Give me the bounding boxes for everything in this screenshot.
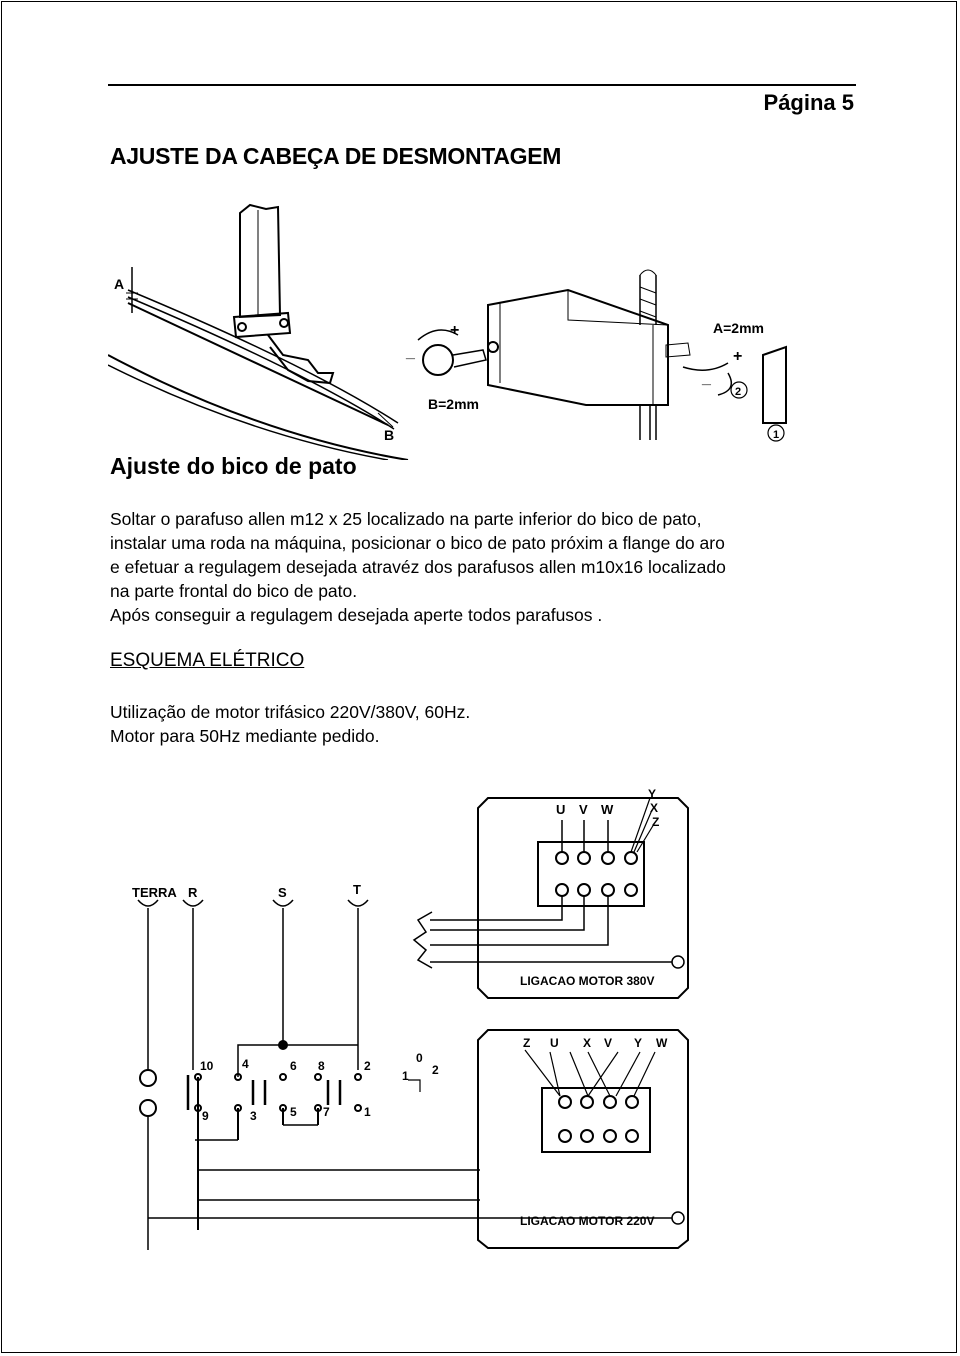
label-x-220: X — [583, 1036, 591, 1050]
label-u-380: U — [556, 802, 565, 817]
label-w-380: W — [601, 802, 614, 817]
label-y-220: Y — [634, 1036, 642, 1050]
circled-num-1: 1 — [773, 429, 779, 441]
switch-pos-2: 2 — [432, 1063, 439, 1077]
motor-line: Motor para 50Hz mediante pedido. — [110, 726, 380, 746]
contact-8: 8 — [318, 1059, 325, 1073]
label-u-220: U — [550, 1036, 559, 1050]
motor-line: Utilização de motor trifásico 220V/380V,… — [110, 702, 471, 722]
minus-right: _ — [701, 370, 712, 387]
contact-3: 3 — [250, 1109, 257, 1123]
duckhead-adjustment-figure: A B A=2mm B=2mm + _ + _ 2 1 — [108, 203, 787, 460]
label-s: S — [278, 885, 287, 900]
caption-380v: LIGACAO MOTOR 380V — [520, 974, 654, 988]
switch-pos-1: 1 — [402, 1069, 409, 1083]
contact-6: 6 — [290, 1059, 297, 1073]
electrical-schematic: TERRA R S T U V W Y X Z LIGACAO MOTOR 38… — [132, 787, 689, 1250]
label-a-dim: A=2mm — [713, 320, 764, 336]
label-w-220: W — [656, 1036, 668, 1050]
body-line: e efetuar a regulagem desejada atravéz d… — [110, 557, 726, 577]
body-line: Soltar o parafuso allen m12 x 25 localiz… — [110, 509, 702, 529]
body-paragraph: Soltar o parafuso allen m12 x 25 localiz… — [110, 507, 870, 627]
page-number: Página 5 — [763, 90, 854, 115]
label-z-380: Z — [652, 815, 659, 829]
label-b: B — [384, 427, 394, 443]
label-v-380: V — [579, 802, 588, 817]
contact-2: 2 — [364, 1059, 371, 1073]
contact-5: 5 — [290, 1105, 297, 1119]
label-terra: TERRA — [132, 885, 177, 900]
caption-220v: LIGACAO MOTOR 220V — [520, 1214, 654, 1228]
minus-left: _ — [405, 344, 416, 361]
label-y-380: Y — [648, 787, 656, 801]
circled-num-2: 2 — [735, 386, 741, 398]
header-rule — [108, 84, 856, 86]
label-a: A — [114, 276, 124, 292]
section-title: ESQUEMA ELÉTRICO — [110, 650, 305, 671]
page-title: AJUSTE DA CABEÇA DE DESMONTAGEM — [110, 143, 562, 169]
contact-10: 10 — [200, 1059, 214, 1073]
contact-4: 4 — [242, 1057, 249, 1071]
body-line: instalar uma roda na máquina, posicionar… — [110, 533, 725, 553]
motor-paragraph: Utilização de motor trifásico 220V/380V,… — [110, 700, 870, 748]
subtitle: Ajuste do bico de pato — [110, 453, 357, 479]
contact-1: 1 — [364, 1105, 371, 1119]
label-z-220: Z — [523, 1036, 530, 1050]
label-x-380: X — [650, 801, 658, 815]
label-r: R — [188, 885, 198, 900]
label-b-dim: B=2mm — [428, 396, 479, 412]
switch-pos-0: 0 — [416, 1051, 423, 1065]
label-v-220: V — [604, 1036, 612, 1050]
body-line: Após conseguir a regulagem desejada aper… — [110, 605, 603, 625]
contact-7: 7 — [323, 1105, 330, 1119]
plus-left: + — [450, 322, 459, 339]
label-t: T — [353, 882, 361, 897]
plus-right: + — [733, 348, 742, 365]
contact-9: 9 — [202, 1109, 209, 1123]
body-line: na parte frontal do bico de pato. — [110, 581, 358, 601]
